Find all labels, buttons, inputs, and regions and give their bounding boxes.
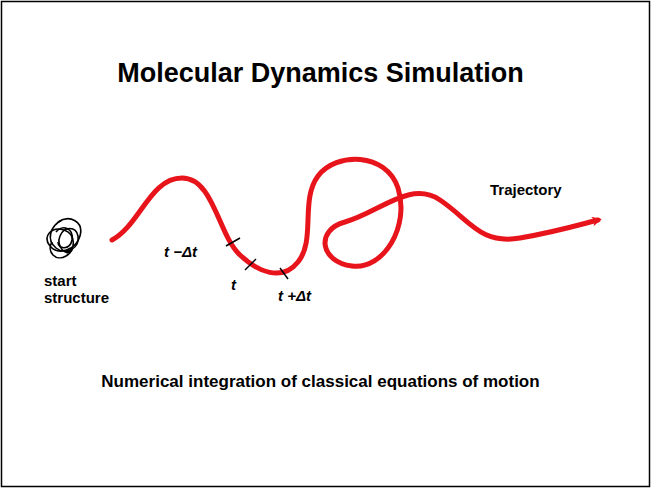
- trajectory-label: Trajectory: [490, 181, 562, 198]
- title: Molecular Dynamics Simulation: [0, 58, 646, 89]
- trajectory-curve: [112, 159, 598, 273]
- time-ticks: [226, 238, 288, 279]
- time-label: t +Δt: [278, 287, 311, 304]
- time-label: t −Δt: [164, 243, 197, 260]
- start-structure-scribble: [47, 219, 81, 258]
- caption: Numerical integration of classical equat…: [0, 372, 646, 392]
- time-label: t: [231, 276, 236, 293]
- start-label: start structure: [44, 272, 124, 306]
